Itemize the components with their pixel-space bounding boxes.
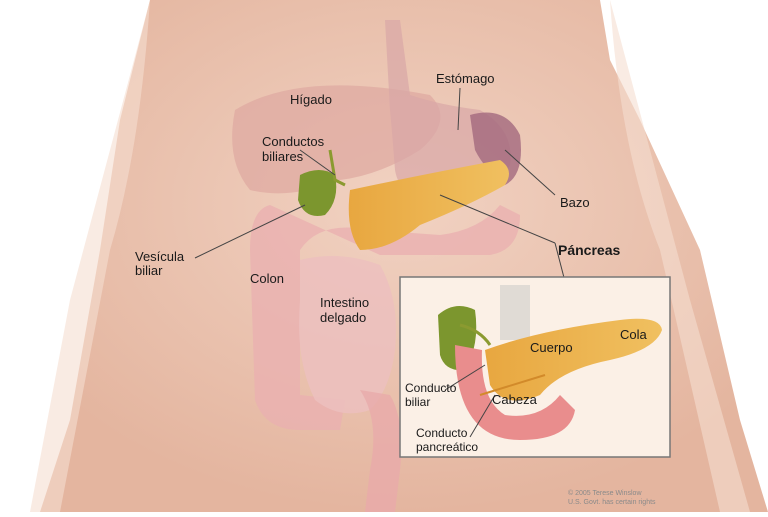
label-intestino-1: Intestino [320, 295, 370, 310]
small-intestine-shape [299, 256, 396, 414]
label-estomago: Estómago [436, 71, 495, 86]
label-colon: Colon [250, 271, 284, 286]
copyright-line-1: © 2005 Terese Winslow [568, 490, 642, 497]
label-vesicula-1: Vesícula [135, 249, 185, 264]
inset-label-cabeza: Cabeza [492, 392, 537, 407]
label-pancreas: Páncreas [558, 242, 621, 258]
inset-label-conducto-biliar-1: Conducto [405, 381, 457, 395]
inset-illustration [438, 285, 662, 440]
inset-label-cola: Cola [620, 327, 647, 342]
inset-label-cuerpo: Cuerpo [530, 340, 573, 355]
label-vesicula-2: biliar [135, 263, 163, 278]
label-intestino-2: delgado [320, 310, 367, 325]
label-higado: Hígado [290, 92, 332, 107]
label-bazo: Bazo [560, 195, 590, 210]
inset-label-conducto-biliar-2: biliar [405, 395, 431, 409]
colon-shape [250, 205, 520, 430]
pancreas-shape [348, 160, 509, 250]
stomach-shape [385, 20, 511, 210]
copyright-line-2: U.S. Govt. has certain rights [568, 499, 656, 506]
liver-shape [232, 85, 441, 194]
spleen-shape [470, 112, 521, 185]
label-conductos-biliares-1: Conductos [262, 134, 325, 149]
label-conductos-biliares-2: biliares [262, 149, 304, 164]
inset-label-conducto-pancreatico-1: Conducto [416, 426, 468, 440]
inset-label-conducto-pancreatico-2: pancreático [416, 440, 479, 454]
gallbladder-shape [298, 170, 337, 216]
